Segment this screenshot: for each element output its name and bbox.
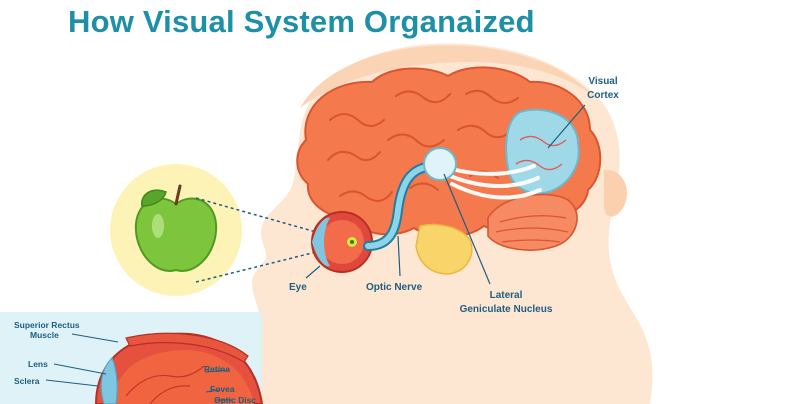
eye-cross-section-inset: Superior Rectus Muscle Lens Sclera Retin… xyxy=(0,312,264,404)
lateral-geniculate-nucleus xyxy=(423,147,457,181)
optic-nerve-label: Optic Nerve xyxy=(366,282,423,293)
brainstem xyxy=(415,223,473,275)
lgn-label-line2: Geniculate Nucleus xyxy=(460,304,553,315)
leader-lgn xyxy=(443,173,491,285)
apple-icon xyxy=(134,184,218,272)
lens-label: Lens xyxy=(28,359,48,369)
superior-rectus-label-line2: Muscle xyxy=(30,330,59,340)
light-rays xyxy=(195,197,317,283)
eye-illustration xyxy=(311,211,373,273)
retina-label: Retina xyxy=(204,364,230,374)
eye-label: Eye xyxy=(289,282,307,293)
hair xyxy=(300,45,596,108)
sclera-label: Sclera xyxy=(14,376,40,386)
leader-visual-cortex xyxy=(547,104,586,149)
visual-cortex-label-line2: Cortex xyxy=(587,90,619,101)
optic-disc-label: Optic Disc xyxy=(214,395,256,404)
optic-radiation xyxy=(446,164,542,200)
page-title: How Visual System Organaized xyxy=(68,4,535,39)
visual-cortex-label-line1: Visual xyxy=(588,76,617,87)
leader-eye xyxy=(305,265,321,279)
ear xyxy=(604,169,627,217)
superior-rectus-label-line1: Superior Rectus xyxy=(14,320,80,330)
visual-cortex xyxy=(505,108,580,195)
fovea-label: Fovea xyxy=(210,384,235,394)
lgn-label-line1: Lateral xyxy=(490,290,523,301)
leader-optic-nerve xyxy=(397,235,401,277)
